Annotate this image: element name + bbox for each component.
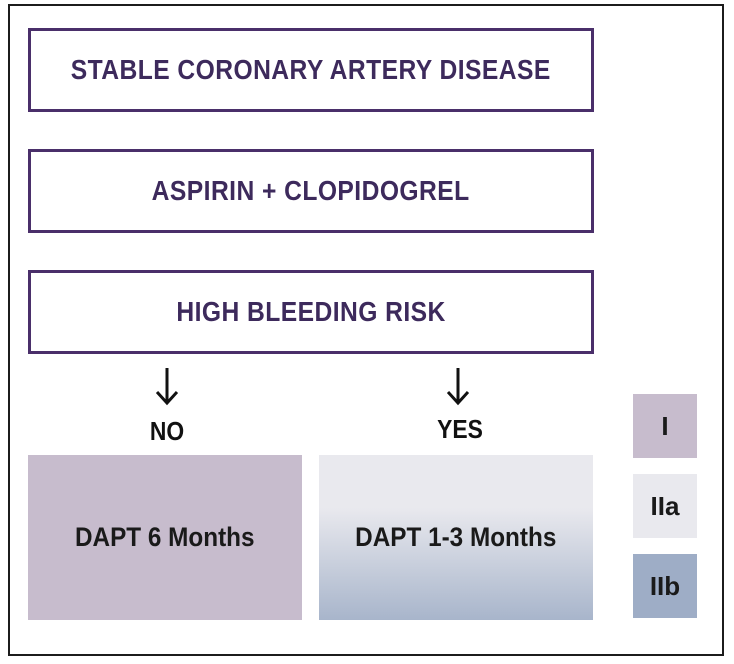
legend-class-1: I xyxy=(633,394,697,458)
legend-class-1-label: I xyxy=(661,410,669,441)
arrow-down-yes-icon xyxy=(446,368,470,406)
high-bleeding-risk-box: HIGH BLEEDING RISK xyxy=(28,270,594,354)
result-yes-box: DAPT 1-3 Months xyxy=(319,455,593,620)
result-yes-label: DAPT 1-3 Months xyxy=(355,522,557,552)
result-no-label: DAPT 6 Months xyxy=(75,522,255,552)
aspirin-clopidogrel-box: ASPIRIN + CLOPIDOGREL xyxy=(28,149,594,233)
branch-no-label: NO xyxy=(149,416,185,446)
legend-class-2b: IIb xyxy=(633,554,697,618)
high-bleeding-risk-label: HIGH BLEEDING RISK xyxy=(176,296,446,327)
legend-class-2a-label: IIa xyxy=(650,490,680,521)
legend-class-2a: IIa xyxy=(633,474,697,538)
branch-yes-label: YES xyxy=(437,414,483,444)
stable-cad-box: STABLE CORONARY ARTERY DISEASE xyxy=(28,28,594,112)
arrow-down-no-icon xyxy=(155,368,179,406)
stable-cad-label: STABLE CORONARY ARTERY DISEASE xyxy=(70,54,552,85)
aspirin-clopidogrel-label: ASPIRIN + CLOPIDOGREL xyxy=(152,175,470,206)
legend-class-2b-label: IIb xyxy=(649,570,681,601)
diagram-frame xyxy=(8,4,724,656)
result-no-box: DAPT 6 Months xyxy=(28,455,302,620)
